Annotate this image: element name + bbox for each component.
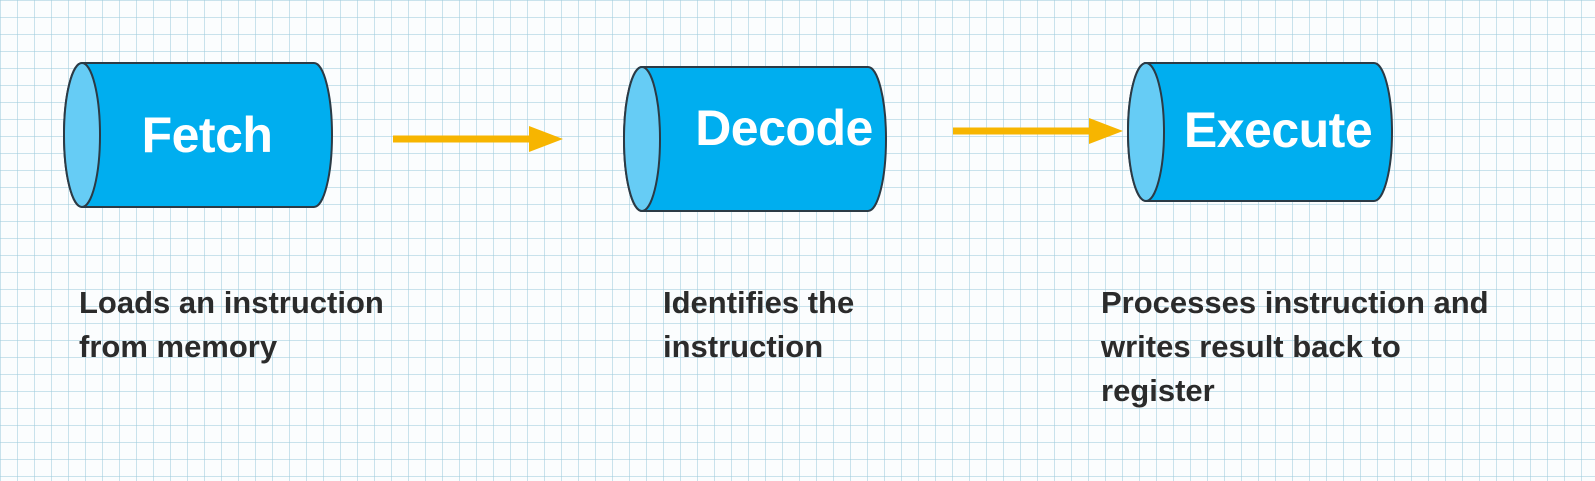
execute-description: Processes instruction and writes result … bbox=[1101, 281, 1561, 413]
arrow-right-icon bbox=[953, 118, 1123, 144]
execute-label: Execute bbox=[1183, 102, 1373, 158]
execute-description-line: register bbox=[1101, 373, 1215, 408]
execute-description-line: Processes instruction and bbox=[1101, 285, 1489, 320]
execute-description-line: writes result back to bbox=[1101, 329, 1401, 364]
decode-description: Identifies the instruction bbox=[663, 281, 963, 369]
arrow-right-icon bbox=[393, 126, 563, 152]
fetch-description: Loads an instruction from memory bbox=[79, 281, 459, 369]
decode-label: Decode bbox=[695, 100, 873, 156]
arrow-decode-to-execute bbox=[953, 116, 1123, 146]
fetch-cylinder: Fetch bbox=[63, 62, 334, 208]
decode-description-line: Identifies the bbox=[663, 285, 855, 320]
fetch-description-line: from memory bbox=[79, 329, 278, 364]
decode-description-line: instruction bbox=[663, 329, 824, 364]
fetch-description-line: Loads an instruction bbox=[79, 285, 384, 320]
decode-cylinder: Decode bbox=[623, 66, 888, 212]
fetch-label: Fetch bbox=[141, 107, 273, 163]
decode-cylinder-shape bbox=[623, 66, 887, 212]
fetch-cylinder-shape bbox=[63, 62, 333, 208]
execute-cylinder-shape bbox=[1127, 62, 1393, 202]
arrow-fetch-to-decode bbox=[393, 124, 563, 154]
execute-cylinder: Execute bbox=[1127, 62, 1394, 202]
